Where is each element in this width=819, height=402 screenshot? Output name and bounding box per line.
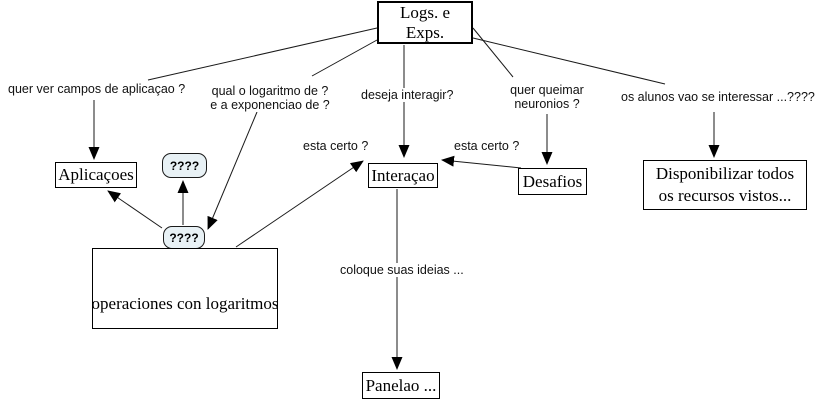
line-logs-to-os-alunos — [472, 37, 666, 85]
node-question-top-label: ???? — [169, 158, 200, 173]
node-operaciones[interactable]: operaciones con logaritmos — [92, 248, 278, 329]
edge-label-esta-certo-left[interactable]: esta certo ? — [301, 139, 371, 153]
edge-label-coloque-ideias[interactable]: coloque suas ideias ... — [338, 263, 466, 277]
node-question-mid[interactable]: ???? — [163, 226, 205, 249]
line-logs-to-qual-log — [311, 39, 378, 77]
edge-label-esta-certo-right[interactable]: esta certo ? — [452, 139, 522, 153]
edge-label-quer-queimar[interactable]: quer queimar neuronios ? — [503, 83, 591, 111]
node-desafios[interactable]: Desafios — [518, 168, 587, 195]
node-desafios-label: Desafios — [522, 171, 583, 191]
arrow-desafios-to-interacao — [441, 155, 522, 169]
node-panelao[interactable]: Panelao ... — [362, 372, 440, 399]
line-logs-to-quer-queimar — [472, 27, 514, 78]
edge-label-os-alunos[interactable]: os alunos vao se interessar ...???? — [619, 90, 817, 104]
node-logs-exps[interactable]: Logs. e Exps. — [377, 1, 473, 44]
node-question-mid-label: ???? — [169, 230, 199, 245]
node-logs-exps-line1: Logs. e — [399, 2, 451, 22]
arrow-operaciones-to-interacao — [235, 160, 364, 248]
edge-label-qual-logaritmo[interactable]: qual o logaritmo de ? e a exponenciao de… — [206, 84, 334, 112]
node-panelao-label: Panelao ... — [365, 375, 437, 395]
arrow-q-mid-to-aplicacoes — [107, 190, 163, 229]
node-question-top[interactable]: ???? — [162, 153, 207, 178]
node-interacao[interactable]: Interaçao — [368, 163, 438, 188]
node-interacao-label: Interaçao — [371, 165, 435, 185]
edge-label-qual-logaritmo-line1: qual o logaritmo de ? — [211, 84, 329, 98]
node-disponibilizar-line1: Disponibilizar todos — [655, 164, 795, 183]
edge-label-quer-queimar-line1: quer queimar — [510, 83, 584, 97]
node-disponibilizar-line2: os recursos vistos... — [658, 186, 792, 205]
node-disponibilizar[interactable]: Disponibilizar todos os recursos vistos.… — [643, 160, 807, 210]
node-aplicacoes[interactable]: Aplicaçoes — [55, 162, 137, 188]
edge-label-quer-queimar-line2: neuronios ? — [514, 97, 580, 111]
line-logs-to-quer-ver — [147, 27, 378, 81]
node-aplicacoes-label: Aplicaçoes — [58, 165, 134, 184]
arrow-to-q-mid — [207, 111, 258, 230]
node-logs-exps-line2: Exps. — [405, 22, 445, 42]
edge-label-deseja-interagir[interactable]: deseja interagir? — [359, 88, 456, 102]
edge-label-qual-logaritmo-line2: e a exponenciao de ? — [210, 98, 330, 112]
edge-label-quer-ver[interactable]: quer ver campos de aplicaçao ? — [6, 82, 188, 96]
node-operaciones-label: operaciones con logaritmos — [91, 294, 279, 313]
